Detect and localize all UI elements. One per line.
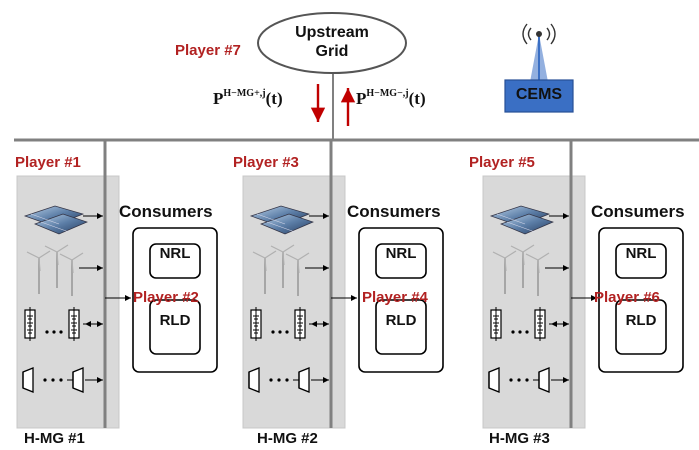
consumers-title-1: Consumers xyxy=(119,202,213,221)
upstream-grid-node xyxy=(257,12,407,74)
hmg-2-column xyxy=(243,146,443,428)
grid-label: Upstream Grid xyxy=(295,23,369,61)
cems-box xyxy=(504,79,574,113)
grid-label-line2: Grid xyxy=(315,43,349,60)
grid-label-line1: Upstream xyxy=(295,24,369,41)
export-flow-base: P xyxy=(356,89,367,108)
cems-label: CEMS xyxy=(515,86,563,103)
player-2-label: Player #2 xyxy=(133,289,199,306)
import-flow-sup: H−MG+,j xyxy=(223,88,266,99)
rld-label-1: RLD xyxy=(159,312,191,329)
hmg-3-column xyxy=(483,146,683,428)
consumers-title-2: Consumers xyxy=(347,202,441,221)
player-5-label: Player #5 xyxy=(469,154,535,171)
consumers-title-3: Consumers xyxy=(591,202,685,221)
nrl-label-3: NRL xyxy=(625,245,657,262)
import-flow-label: PH−MG+,j(t) xyxy=(213,88,283,109)
nrl-label-2: NRL xyxy=(385,245,417,262)
player-4-label: Player #4 xyxy=(362,289,428,306)
antenna-icon xyxy=(522,23,556,82)
player-3-label: Player #3 xyxy=(233,154,299,171)
nrl-label-1: NRL xyxy=(159,245,191,262)
import-flow-arg: (t) xyxy=(265,89,283,108)
export-flow-sup: H−MG−,j xyxy=(366,88,409,99)
hmg-2-label: H-MG #2 xyxy=(257,430,318,447)
rld-label-3: RLD xyxy=(625,312,657,329)
player-1-label: Player #1 xyxy=(15,154,81,171)
export-flow-arg: (t) xyxy=(408,89,426,108)
player-6-label: Player #6 xyxy=(594,289,660,306)
import-flow-base: P xyxy=(213,89,224,108)
hmg-1-label: H-MG #1 xyxy=(24,430,85,447)
export-flow-label: PH−MG−,j(t) xyxy=(356,88,426,109)
rld-label-2: RLD xyxy=(385,312,417,329)
player-7-label: Player #7 xyxy=(175,42,241,59)
hmg-1-column xyxy=(17,146,217,428)
hmg-3-label: H-MG #3 xyxy=(489,430,550,447)
